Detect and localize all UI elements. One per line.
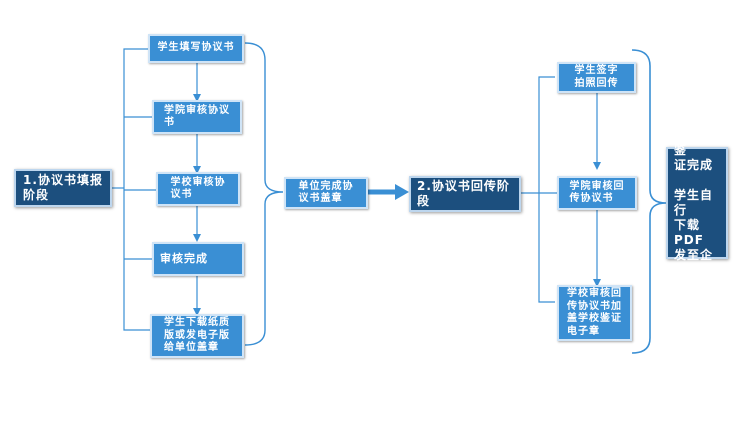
phase1-title: 1.协议书填报 阶段 (14, 169, 112, 207)
phase1-step-school-review: 学校审核协 议书 (156, 172, 240, 206)
result-complete: 协议书鉴 证完成 学生自行 下载PDF 发至企业 (666, 128, 728, 277)
phase1-step-download-send: 学生下载纸质 版或发电子版 给单位盖章 (150, 314, 244, 358)
phase2-bracket (538, 76, 555, 303)
phase2-right-brace (631, 49, 667, 354)
phase2-step-college-review: 学院审核回 传协议书 (557, 176, 637, 210)
phase1-step-review-complete: 审核完成 (152, 242, 244, 276)
phase1-step-fill-agreement: 学生填写协议书 (148, 34, 244, 63)
phase1-step-college-review: 学院审核协议 书 (152, 100, 242, 134)
phase2-step-sign-upload: 学生签字 拍照回传 (557, 62, 636, 93)
phase1-right-brace (244, 42, 284, 346)
phase2-title: 2.协议书回传阶段 (409, 176, 521, 212)
middle-unit-stamp: 单位完成协 议书盖章 (284, 177, 368, 209)
phase2-step-school-stamp: 学校审核回 传协议书加 盖学校鉴证 电子章 (557, 285, 632, 341)
